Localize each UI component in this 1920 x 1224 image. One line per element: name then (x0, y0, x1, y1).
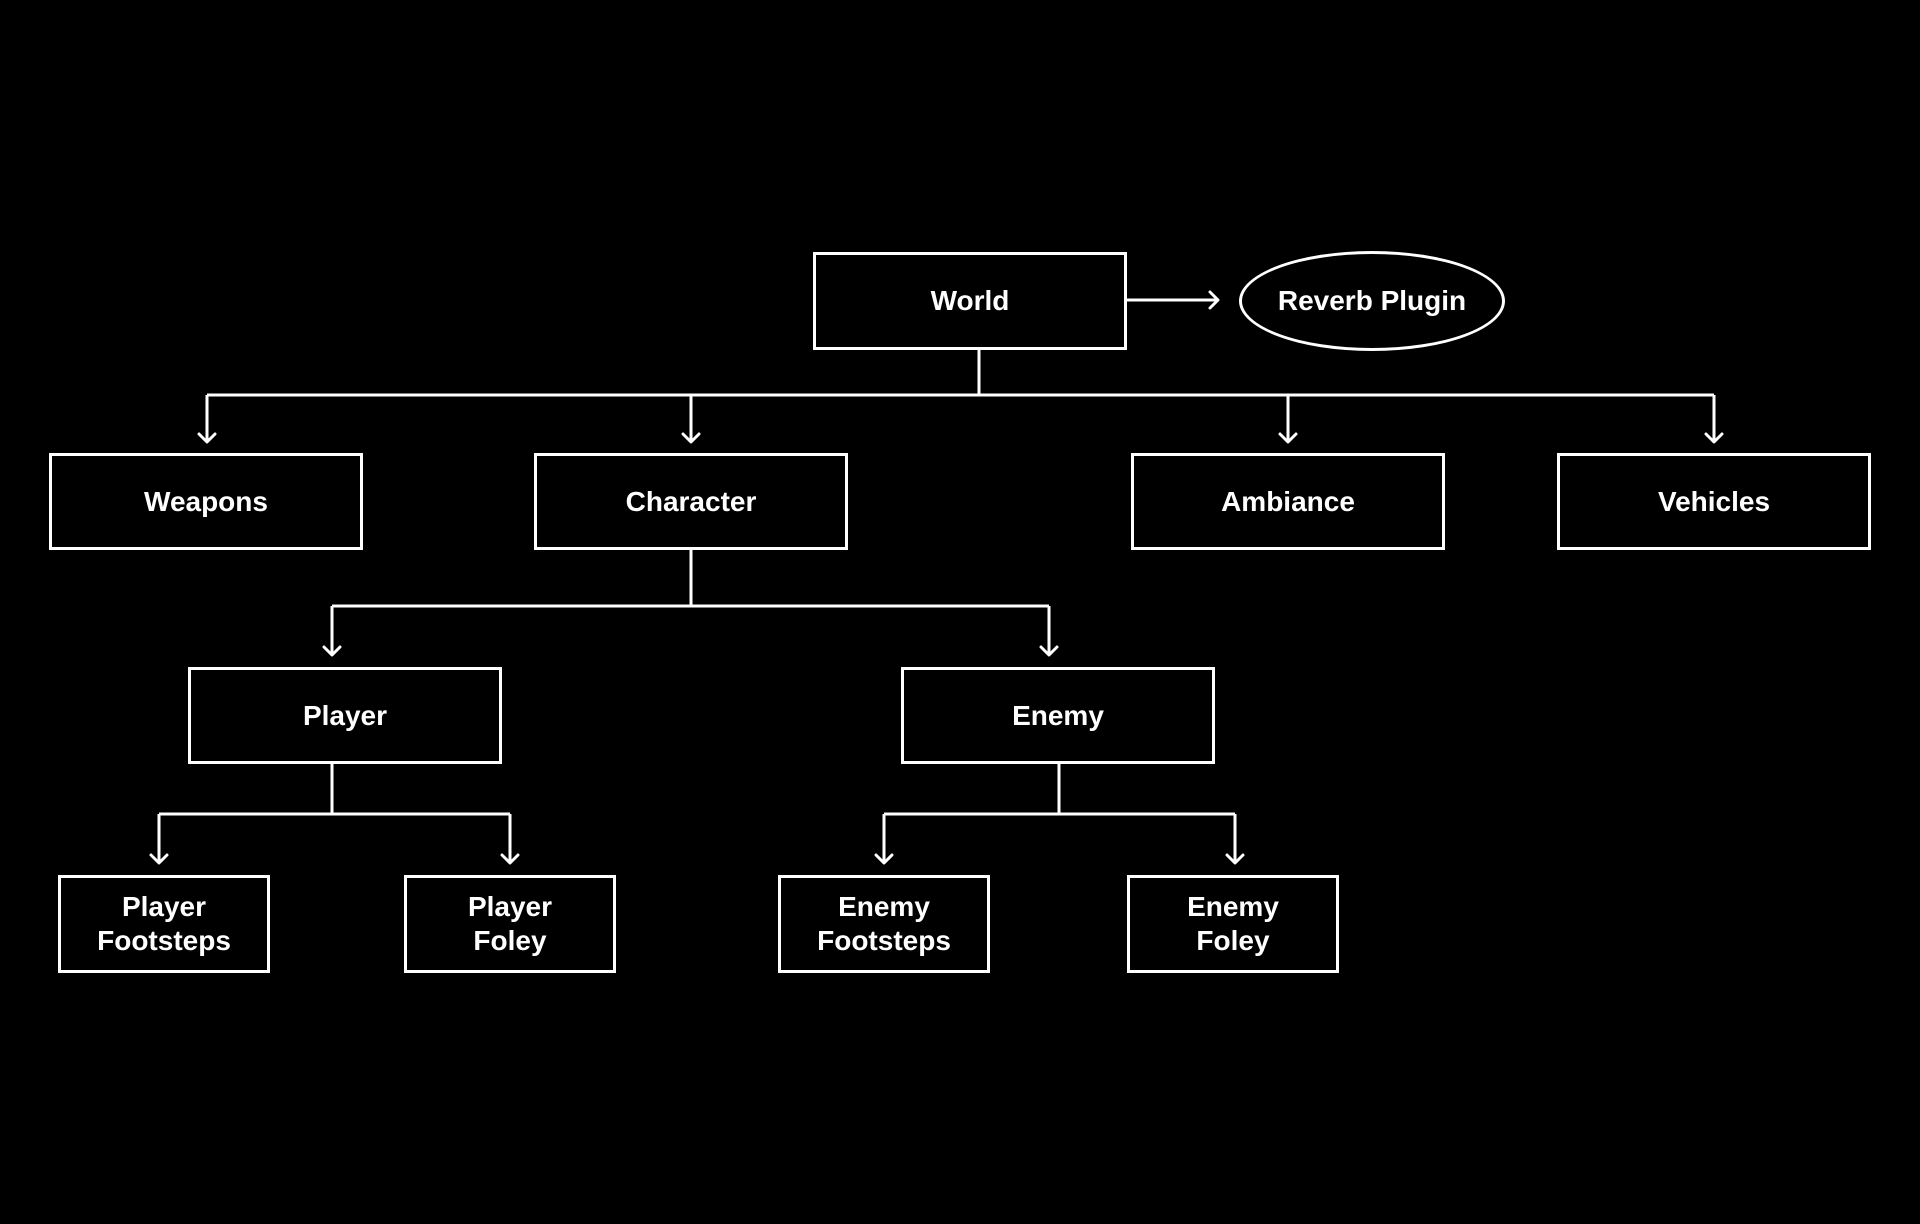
node-enemy-label: Enemy (1012, 699, 1104, 731)
node-enemy-footsteps: Enemy Footsteps (778, 875, 990, 973)
node-player-footsteps-label: Player Footsteps (97, 891, 231, 956)
node-vehicles-label: Vehicles (1657, 485, 1771, 517)
node-ambiance: Ambiance (1131, 453, 1445, 550)
node-reverb-plugin-label: Reverb Plugin (1277, 285, 1467, 316)
node-enemy-footsteps-label: Enemy Footsteps (817, 891, 951, 956)
node-player-footsteps: Player Footsteps (58, 875, 270, 973)
node-enemy-foley: Enemy Foley (1127, 875, 1339, 973)
node-world-label: World (930, 285, 1010, 316)
node-ambiance-label: Ambiance (1221, 485, 1355, 517)
node-enemy: Enemy (901, 667, 1215, 764)
node-character-label: Character (625, 485, 757, 517)
node-enemy-foley-label: Enemy Foley (1187, 891, 1279, 956)
node-weapons: Weapons (49, 453, 363, 550)
node-player-foley-label: Player Foley (467, 891, 553, 956)
node-world: World (813, 252, 1127, 350)
node-vehicles: Vehicles (1557, 453, 1871, 550)
node-player-label: Player (302, 699, 388, 731)
node-reverb-plugin: Reverb Plugin (1239, 251, 1505, 351)
node-player: Player (188, 667, 502, 764)
node-character: Character (534, 453, 848, 550)
node-weapons-label: Weapons (144, 485, 268, 517)
node-player-foley: Player Foley (404, 875, 616, 973)
